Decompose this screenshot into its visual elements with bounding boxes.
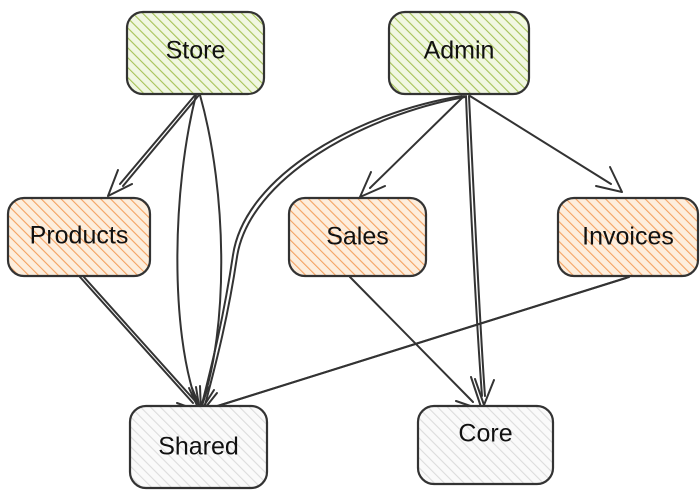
node-core[interactable]: Core — [416, 404, 555, 486]
node-sales-shape[interactable] — [287, 196, 428, 278]
edge-admin-sales — [359, 95, 465, 198]
edge-store-products — [107, 93, 200, 197]
edge-admin-invoices — [469, 95, 623, 193]
node-admin-shape[interactable] — [387, 10, 531, 96]
edge-store-shared-a — [176, 94, 209, 413]
edge-admin-core — [465, 95, 495, 406]
node-store-shape[interactable] — [125, 10, 266, 96]
edge-admin-shared — [199, 95, 466, 414]
edge-invoices-shared — [198, 276, 630, 421]
node-store[interactable]: Store — [125, 10, 266, 96]
node-admin[interactable]: Admin — [387, 10, 531, 96]
node-shared[interactable]: Shared — [128, 404, 269, 490]
node-core-shape[interactable] — [416, 404, 555, 486]
edges-layer — [79, 93, 630, 421]
node-shared-shape[interactable] — [128, 404, 269, 490]
node-invoices-shape[interactable] — [556, 196, 700, 278]
nodes-layer: Store Admin Products Sales Invoices Shar — [6, 10, 700, 490]
node-products-shape[interactable] — [6, 196, 152, 278]
node-invoices[interactable]: Invoices — [556, 196, 700, 278]
edge-store-shared-b — [195, 94, 223, 413]
node-sales[interactable]: Sales — [287, 196, 428, 278]
node-products[interactable]: Products — [6, 196, 152, 278]
